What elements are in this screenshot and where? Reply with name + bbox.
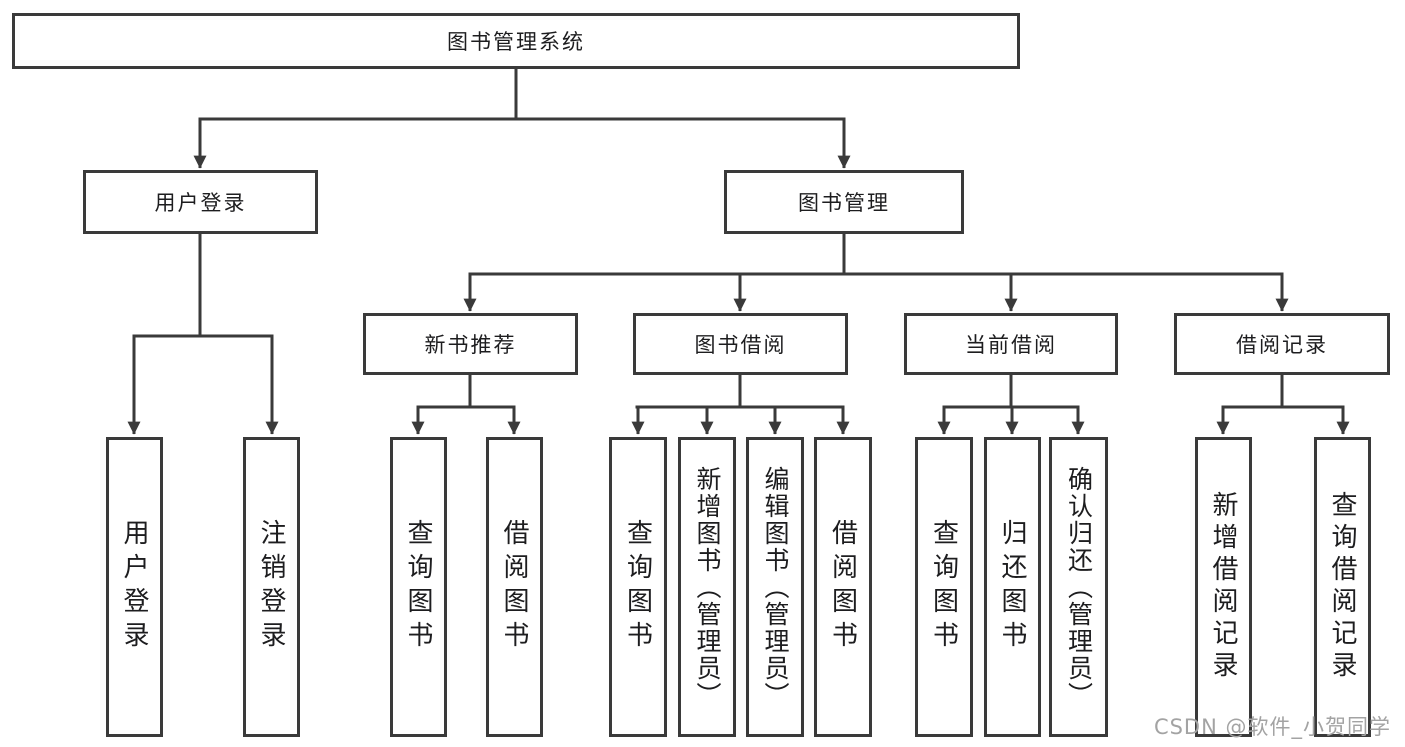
leaf-logout-label: 注销登录: [256, 519, 286, 655]
leaf-records-add: 新增借阅记录: [1195, 437, 1252, 737]
leaf-current-query-label: 查询图书: [928, 519, 959, 655]
csdn-watermark: CSDN @软件_小贺同学: [1153, 715, 1391, 739]
leaf-borrow-query-label: 查询图书: [622, 519, 653, 655]
leaf-newbooks-query-label: 查询图书: [403, 519, 433, 655]
leaf-current-return: 归还图书: [984, 437, 1041, 737]
leaf-borrow-borrow: 借阅图书: [814, 437, 872, 737]
leaf-current-confirm-return-admin: 确认归还（管理员）: [1049, 437, 1108, 737]
node-new-book-recommend: 新书推荐: [363, 313, 578, 375]
node-user-login: 用户登录: [83, 170, 318, 234]
leaf-borrow-edit-admin: 编辑图书（管理员）: [746, 437, 804, 737]
node-library-system: 图书管理系统: [12, 13, 1020, 69]
node-book-borrowing: 图书借阅: [633, 313, 848, 375]
leaf-borrow-query: 查询图书: [609, 437, 667, 737]
leaf-borrow-edit-admin-label: 编辑图书（管理员）: [761, 465, 790, 709]
leaf-current-return-label: 归还图书: [997, 519, 1027, 655]
leaf-records-add-label: 新增借阅记录: [1208, 491, 1238, 683]
node-book-management: 图书管理: [724, 170, 964, 234]
leaf-user-login: 用户登录: [106, 437, 163, 737]
leaf-current-query: 查询图书: [915, 437, 973, 737]
leaf-borrow-add-admin: 新增图书（管理员）: [678, 437, 736, 737]
leaf-newbooks-borrow: 借阅图书: [486, 437, 543, 737]
leaf-records-query: 查询借阅记录: [1314, 437, 1371, 737]
leaf-borrow-borrow-label: 借阅图书: [827, 519, 858, 655]
leaf-records-query-label: 查询借阅记录: [1327, 491, 1357, 683]
leaf-newbooks-borrow-label: 借阅图书: [499, 519, 529, 655]
leaf-newbooks-query: 查询图书: [390, 437, 447, 737]
leaf-current-confirm-return-admin-label: 确认归还（管理员）: [1064, 465, 1094, 709]
leaf-user-login-label: 用户登录: [119, 519, 149, 655]
node-borrow-records: 借阅记录: [1174, 313, 1390, 375]
node-current-borrowing: 当前借阅: [904, 313, 1118, 375]
leaf-borrow-add-admin-label: 新增图书（管理员）: [693, 465, 722, 709]
leaf-logout: 注销登录: [243, 437, 300, 737]
